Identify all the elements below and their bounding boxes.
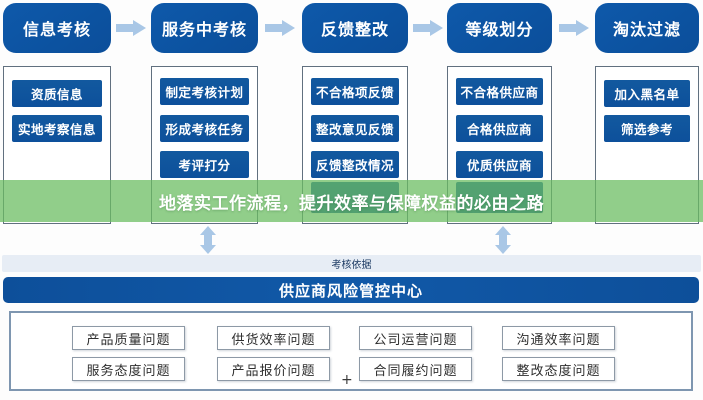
arrow-up-head (200, 226, 216, 235)
flow-stage-header: 信息考核 (3, 3, 111, 53)
issue-type-box: 公司运营问题 (359, 326, 472, 350)
flow-stage-header: 服务中考核 (151, 3, 258, 53)
arrow-shaft (204, 235, 212, 245)
flow-step-item: 合格供应商 (456, 115, 543, 142)
arrow-right-icon (558, 20, 589, 36)
issue-type-box: 产品质量问题 (72, 326, 185, 350)
flow-step-item: 不合格项反馈 (311, 78, 399, 105)
article-title: 地落实工作流程，提升效率与保障权益的必由之路 (159, 193, 544, 214)
flow-step-item: 制定考核计划 (160, 78, 249, 105)
risk-control-center-bar: 供应商风险管控中心 (3, 277, 699, 303)
flow-stage-header: 淘汰过滤 (595, 3, 699, 53)
issue-type-box: 沟通效率问题 (502, 326, 615, 350)
arrow-down-head (495, 245, 511, 254)
flow-step-item: 实地考察信息 (12, 115, 102, 142)
assessment-basis-bar: 考核依据 (2, 255, 701, 272)
arrow-right-icon (265, 20, 295, 36)
issue-type-box: 整改态度问题 (502, 357, 615, 381)
issue-type-box: 合同履约问题 (359, 357, 472, 381)
flow-step-item: 形成考核任务 (160, 115, 249, 142)
arrow-down-head (200, 245, 216, 254)
arrow-vertical-icon (492, 226, 514, 254)
flow-step-item: 不合格供应商 (456, 78, 543, 105)
article-title-banner: 地落实工作流程，提升效率与保障权益的必由之路 (0, 180, 703, 222)
flow-step-item: 资质信息 (12, 80, 102, 107)
arrow-shaft (499, 235, 507, 245)
arrow-right-icon (412, 20, 443, 36)
plus-icon: + (341, 372, 353, 388)
flow-step-item: 筛选参考 (604, 115, 690, 142)
issue-type-box: 服务态度问题 (72, 357, 185, 381)
flow-step-item: 反馈整改情况 (311, 151, 399, 178)
flow-stage-header: 等级划分 (447, 3, 552, 53)
flow-step-item: 整改意见反馈 (311, 115, 399, 142)
assessment-basis-label: 考核依据 (331, 260, 372, 271)
issue-type-box: 供货效率问题 (217, 326, 330, 350)
flow-stage-header: 反馈整改 (302, 3, 408, 53)
issue-type-box: 产品报价问题 (217, 357, 330, 381)
flow-step-item: 加入黑名单 (604, 80, 690, 107)
issue-types-panel: + 产品质量问题 供货效率问题 公司运营问题 沟通效率问题服务态度问题 产品报价问题 合同… (9, 311, 693, 391)
risk-control-center-label: 供应商风险管控中心 (278, 281, 423, 300)
arrow-right-icon (116, 20, 146, 36)
flow-step-item: 考评打分 (160, 151, 249, 178)
arrow-up-head (495, 226, 511, 235)
arrow-vertical-icon (197, 226, 219, 254)
flow-step-item: 优质供应商 (456, 151, 543, 178)
